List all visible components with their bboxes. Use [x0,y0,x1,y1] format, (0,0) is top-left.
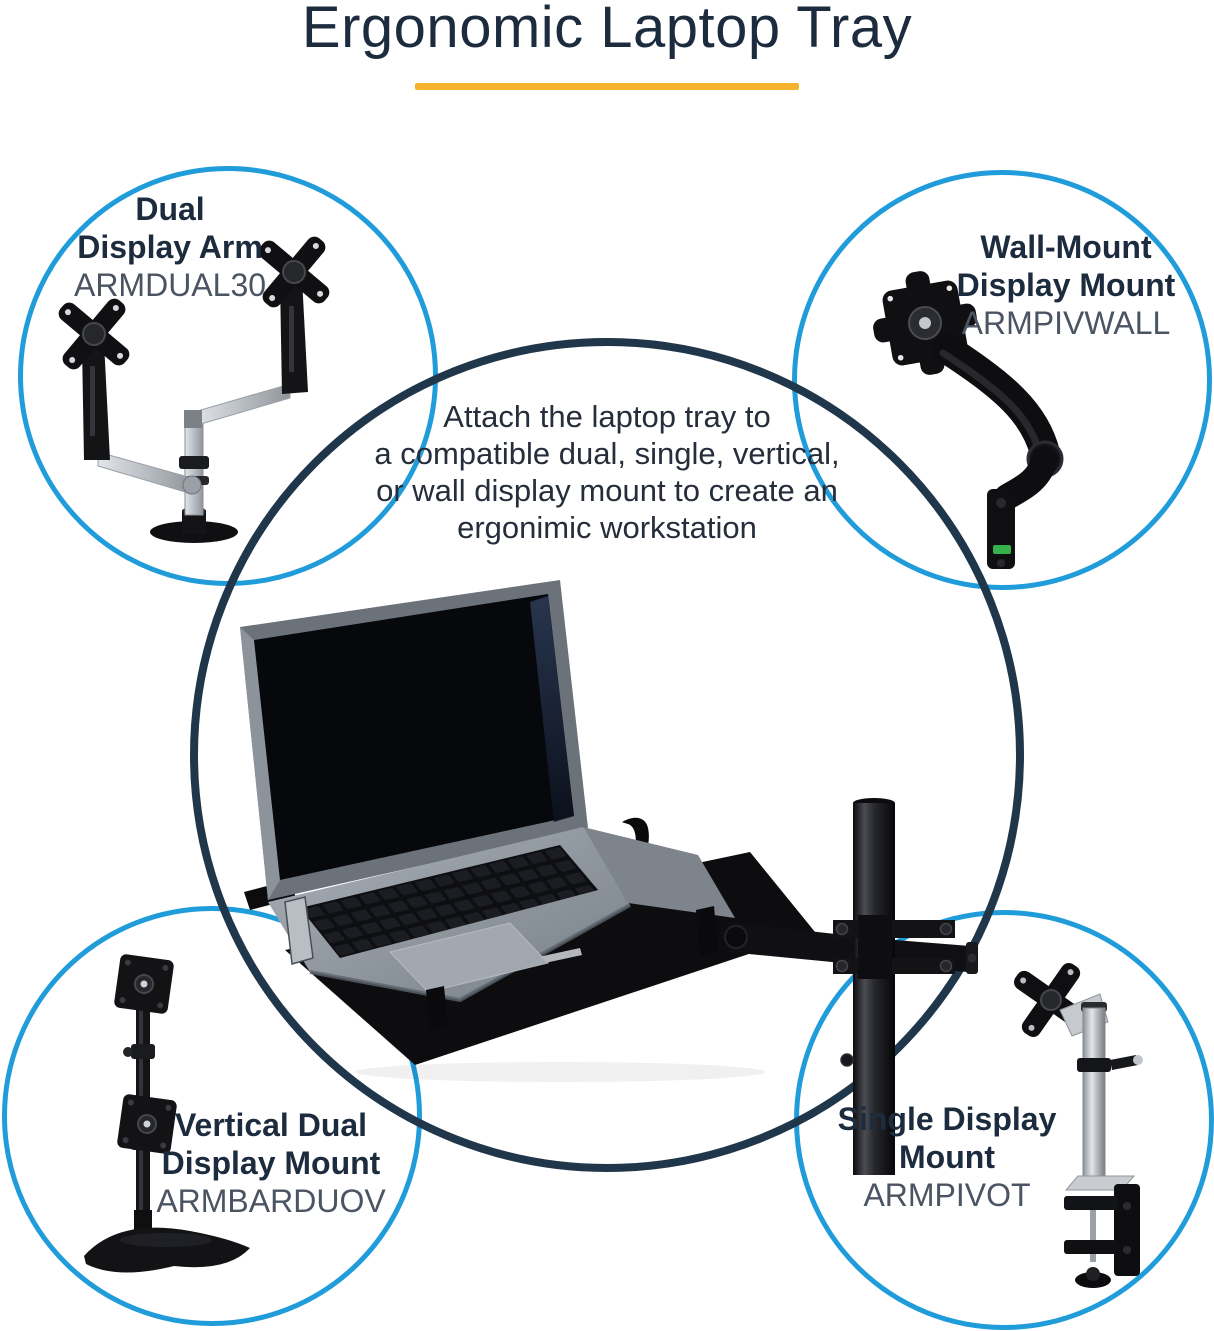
vertical-dual-display-stand-image [84,954,250,1273]
single-display-label: Single Display Mount ARMPIVOT [816,1100,1078,1214]
description-line: or wall display mount to create an [376,473,838,508]
product-name-line: Wall-Mount [980,229,1152,265]
description-line: Attach the laptop tray to [443,399,771,434]
product-name-line: Display Mount [956,267,1176,303]
product-name-line: Mount [899,1139,995,1175]
vertical-dual-label: Vertical Dual Display Mount ARMBARDUOV [140,1106,402,1220]
product-sku: ARMPIVWALL [961,305,1171,341]
product-name-line: Single Display [837,1101,1057,1137]
wall-mount-circle [792,170,1212,590]
product-sku: ARMPIVOT [863,1177,1031,1213]
wall-mount-display-arm-image [873,271,1064,569]
page-title: Ergonomic Laptop Tray [301,0,913,60]
laptop-tray-image [240,580,978,1175]
dual-display-arm-image [58,236,330,543]
center-circle [190,338,1024,1172]
product-name-line: Display Mount [161,1145,381,1181]
dual-display-arm-label: Dual Display Arm ARMDUAL30 [40,190,300,304]
single-display-pole-mount-image [1014,963,1143,1288]
product-sku: ARMDUAL30 [73,267,267,303]
product-sku: ARMBARDUOV [156,1183,386,1219]
center-description: Attach the laptop tray to a compatible d… [327,398,887,546]
title-underline [415,83,799,90]
product-name-line: Vertical Dual [174,1107,368,1143]
description-line: ergonimic workstation [457,510,757,545]
description-line: a compatible dual, single, vertical, [374,436,840,471]
wall-mount-label: Wall-Mount Display Mount ARMPIVWALL [935,228,1197,342]
product-name-line: Display Arm [77,229,263,265]
product-name-line: Dual [135,191,205,227]
